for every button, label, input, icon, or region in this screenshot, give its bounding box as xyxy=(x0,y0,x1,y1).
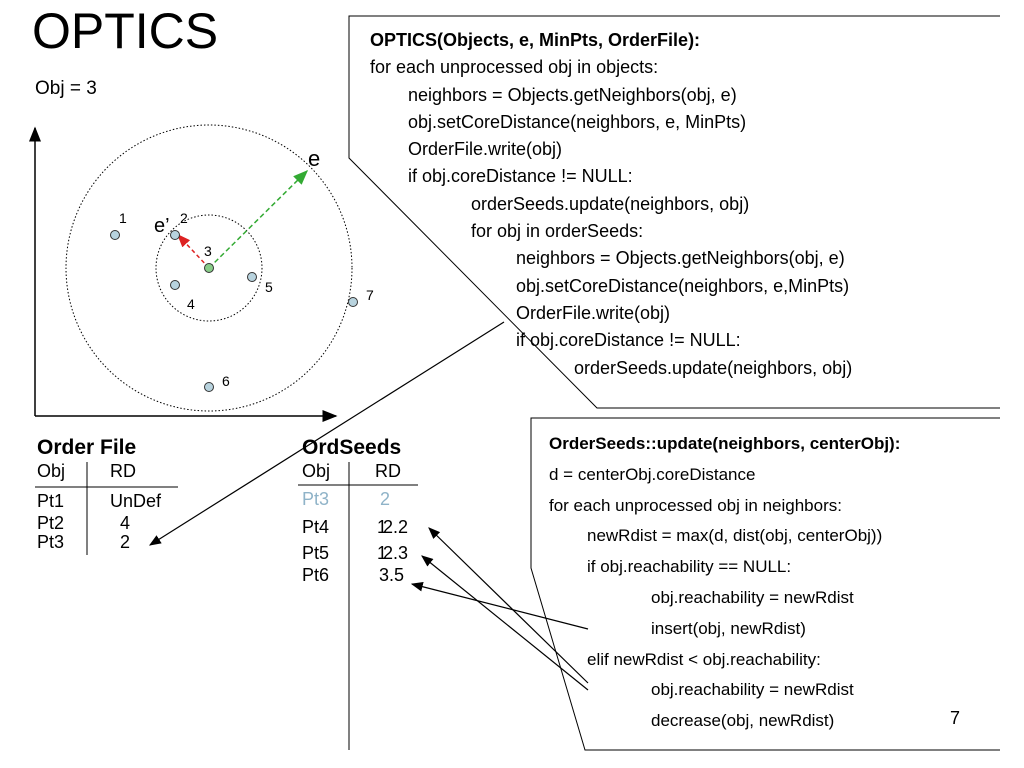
ordseeds-row-rd-new: 2.3 xyxy=(383,543,409,563)
ordseeds-row-obj: Pt3 xyxy=(302,489,330,509)
order-file-col-obj: Obj xyxy=(37,461,66,481)
order-file-row-obj: Pt3 xyxy=(37,532,65,552)
ordseeds-row-obj: Pt5 xyxy=(302,543,330,563)
ordseeds-row-rd-old: 1 xyxy=(377,517,388,537)
code-line: obj.setCoreDistance(neighbors, e,MinPts) xyxy=(516,275,850,296)
code-line: for each unprocessed obj in objects: xyxy=(370,57,659,78)
point-label-2: 2 xyxy=(180,210,188,226)
code-line: neighbors = Objects.getNeighbors(obj, e) xyxy=(516,248,845,269)
eps-circle xyxy=(65,124,353,412)
code-line: neighbors = Objects.getNeighbors(obj, e) xyxy=(408,84,737,105)
point-2 xyxy=(170,230,180,240)
ordseeds-row-obj: Pt6 xyxy=(302,565,330,585)
update-signature: OrderSeeds::update(neighbors, centerObj)… xyxy=(549,434,901,453)
optics-pseudocode: OPTICS(Objects, e, MinPts, OrderFile): f… xyxy=(370,27,852,382)
point-label-4: 4 xyxy=(187,296,195,312)
optics-box-outline xyxy=(348,15,1000,409)
core-distance-circle xyxy=(155,214,263,322)
write-to-orderfile-arrow xyxy=(148,321,505,546)
code-line: obj.setCoreDistance(neighbors, e, MinPts… xyxy=(408,111,747,132)
ordseeds-title: OrdSeeds xyxy=(302,436,402,459)
code-line: decrease(obj, newRdist) xyxy=(651,711,835,731)
point-label-3: 3 xyxy=(204,243,212,259)
update-pseudocode: OrderSeeds::update(neighbors, centerObj)… xyxy=(549,429,900,737)
code-line: for obj in orderSeeds: xyxy=(471,221,644,242)
optics-signature: OPTICS(Objects, e, MinPts, OrderFile): xyxy=(370,30,701,50)
eps-label: e xyxy=(308,146,321,171)
ordseeds-row-rd: 3.5 xyxy=(379,565,405,585)
point-5 xyxy=(247,272,257,282)
code-line: if obj.coreDistance != NULL: xyxy=(516,330,741,351)
ordseeds-row-rd-old: 1 xyxy=(377,543,388,563)
ordseeds-row-obj: Pt4 xyxy=(302,517,330,537)
code-line: for each unprocessed obj in neighbors: xyxy=(549,495,842,515)
slide-number: 7 xyxy=(950,708,961,728)
point-7 xyxy=(348,297,358,307)
code-line: elif newRdist < obj.reachability: xyxy=(587,649,821,669)
order-file-title: Order File xyxy=(37,436,137,459)
point-label-6: 6 xyxy=(222,373,230,389)
insert-arrow xyxy=(410,582,589,630)
update-box-outline xyxy=(530,417,1000,751)
code-line: if obj.coreDistance != NULL: xyxy=(408,166,633,187)
code-line: d = centerObj.coreDistance xyxy=(549,464,756,484)
code-line: orderSeeds.update(neighbors, obj) xyxy=(574,357,853,378)
code-line: insert(obj, newRdist) xyxy=(651,618,806,638)
code-line: OrderFile.write(obj) xyxy=(516,302,671,323)
order-file-row-rd: 2 xyxy=(120,532,131,552)
ordseeds-col-obj: Obj xyxy=(302,461,331,481)
decrease-arrow-pt5 xyxy=(421,555,589,691)
point-1 xyxy=(110,230,120,240)
point-label-7: 7 xyxy=(366,287,374,303)
order-file-row-rd: UnDef xyxy=(110,491,162,511)
point-4 xyxy=(170,280,180,290)
order-file-row-obj: Pt2 xyxy=(37,513,65,533)
code-line: OrderFile.write(obj) xyxy=(408,139,563,160)
eps-radius-arrow xyxy=(208,169,309,269)
code-line: obj.reachability = newRdist xyxy=(651,680,854,700)
decrease-arrow-pt4 xyxy=(428,527,589,684)
ordseeds-col-rd: RD xyxy=(375,461,401,481)
eps-prime-label: e’ xyxy=(154,215,170,237)
ordseeds-row-rd-new: 2.2 xyxy=(383,517,409,537)
code-line: obj.reachability = newRdist xyxy=(651,587,854,607)
point-label-5: 5 xyxy=(265,279,273,295)
code-line: orderSeeds.update(neighbors, obj) xyxy=(471,193,750,214)
order-file-row-rd: 4 xyxy=(120,513,131,533)
ordseeds-row-rd: 2 xyxy=(380,489,391,509)
order-file-col-rd: RD xyxy=(110,461,136,481)
point-3 xyxy=(204,263,214,273)
slide-title: OPTICS xyxy=(32,3,219,59)
point-6 xyxy=(204,382,214,392)
code-line: newRdist = max(d, dist(obj, centerObj)) xyxy=(587,526,883,546)
core-distance-arrow xyxy=(176,233,210,269)
order-file-row-obj: Pt1 xyxy=(37,491,65,511)
point-label-1: 1 xyxy=(119,210,127,226)
current-object-label: Obj = 3 xyxy=(35,78,97,99)
code-line: if obj.reachability == NULL: xyxy=(587,557,792,577)
